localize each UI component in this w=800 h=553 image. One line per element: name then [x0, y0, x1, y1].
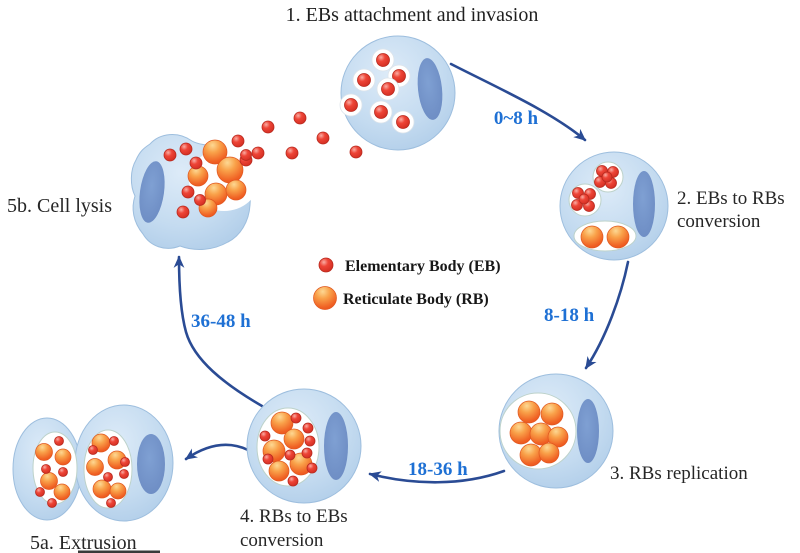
cycle-arrows — [173, 62, 630, 484]
eb-particles-with-halo — [339, 48, 415, 134]
eb-cluster — [571, 187, 596, 212]
arrow-stage1-to-stage2 — [449, 62, 587, 142]
cell-stage2-conversion — [559, 151, 669, 261]
stage2-label-line1: 2. EBs to RBs — [677, 188, 785, 209]
cell-stage1-invasion — [339, 35, 456, 151]
legend-eb-icon — [318, 257, 334, 273]
rb-eb-mixed-cluster — [35, 436, 72, 508]
stage5a-label: 5a. Extrusion — [30, 532, 137, 553]
legend-rb-icon — [313, 286, 337, 310]
stage4-label-line1: 4. RBs to EBs — [240, 506, 348, 527]
nucleus — [633, 171, 655, 237]
cell-stage5b-lysis — [130, 134, 259, 250]
nucleus — [577, 399, 599, 463]
timing-8-18h: 8-18 h — [544, 305, 595, 326]
rb-pair — [580, 225, 630, 249]
rb-cluster — [509, 400, 569, 467]
stage3-label: 3. RBs replication — [610, 463, 748, 484]
timing-18-36h: 18-36 h — [408, 459, 468, 480]
stage1-label: 1. EBs attachment and invasion — [286, 4, 539, 26]
arrow-stage4-to-stage5a — [184, 443, 250, 461]
nucleus — [324, 412, 348, 480]
arrow-stage2-to-stage3 — [584, 260, 630, 370]
rb-eb-mixed-cluster — [86, 433, 130, 508]
cells-stage5a-extrusion — [12, 404, 174, 522]
timing-0-8h: 0~8 h — [494, 108, 539, 129]
stage5b-label: 5b. Cell lysis — [7, 195, 112, 217]
legend: Elementary Body (EB) Reticulate Body (RB… — [313, 257, 501, 310]
eb-dispersal-trail — [231, 111, 363, 161]
legend-eb-label: Elementary Body (EB) — [345, 258, 501, 275]
nucleus — [139, 161, 165, 223]
stage4-label-line2: conversion — [240, 530, 324, 551]
arrow-stage3-to-stage4 — [368, 469, 506, 484]
cell-stage3-replication — [498, 373, 614, 489]
nucleus — [137, 434, 165, 494]
rb-eb-mixed-cluster — [259, 411, 318, 487]
timing-36-48h: 36-48 h — [191, 311, 251, 332]
stage2-label-line2: conversion — [677, 211, 761, 232]
legend-rb-label: Reticulate Body (RB) — [343, 291, 489, 308]
eb-cluster — [594, 165, 619, 189]
arrow-stage4-to-stage5b — [173, 255, 264, 408]
nucleus — [417, 58, 443, 120]
bottom-crop-artifact — [78, 550, 160, 553]
cell-stage4-reconversion — [246, 388, 362, 504]
released-rb-eb-particles — [163, 139, 253, 219]
